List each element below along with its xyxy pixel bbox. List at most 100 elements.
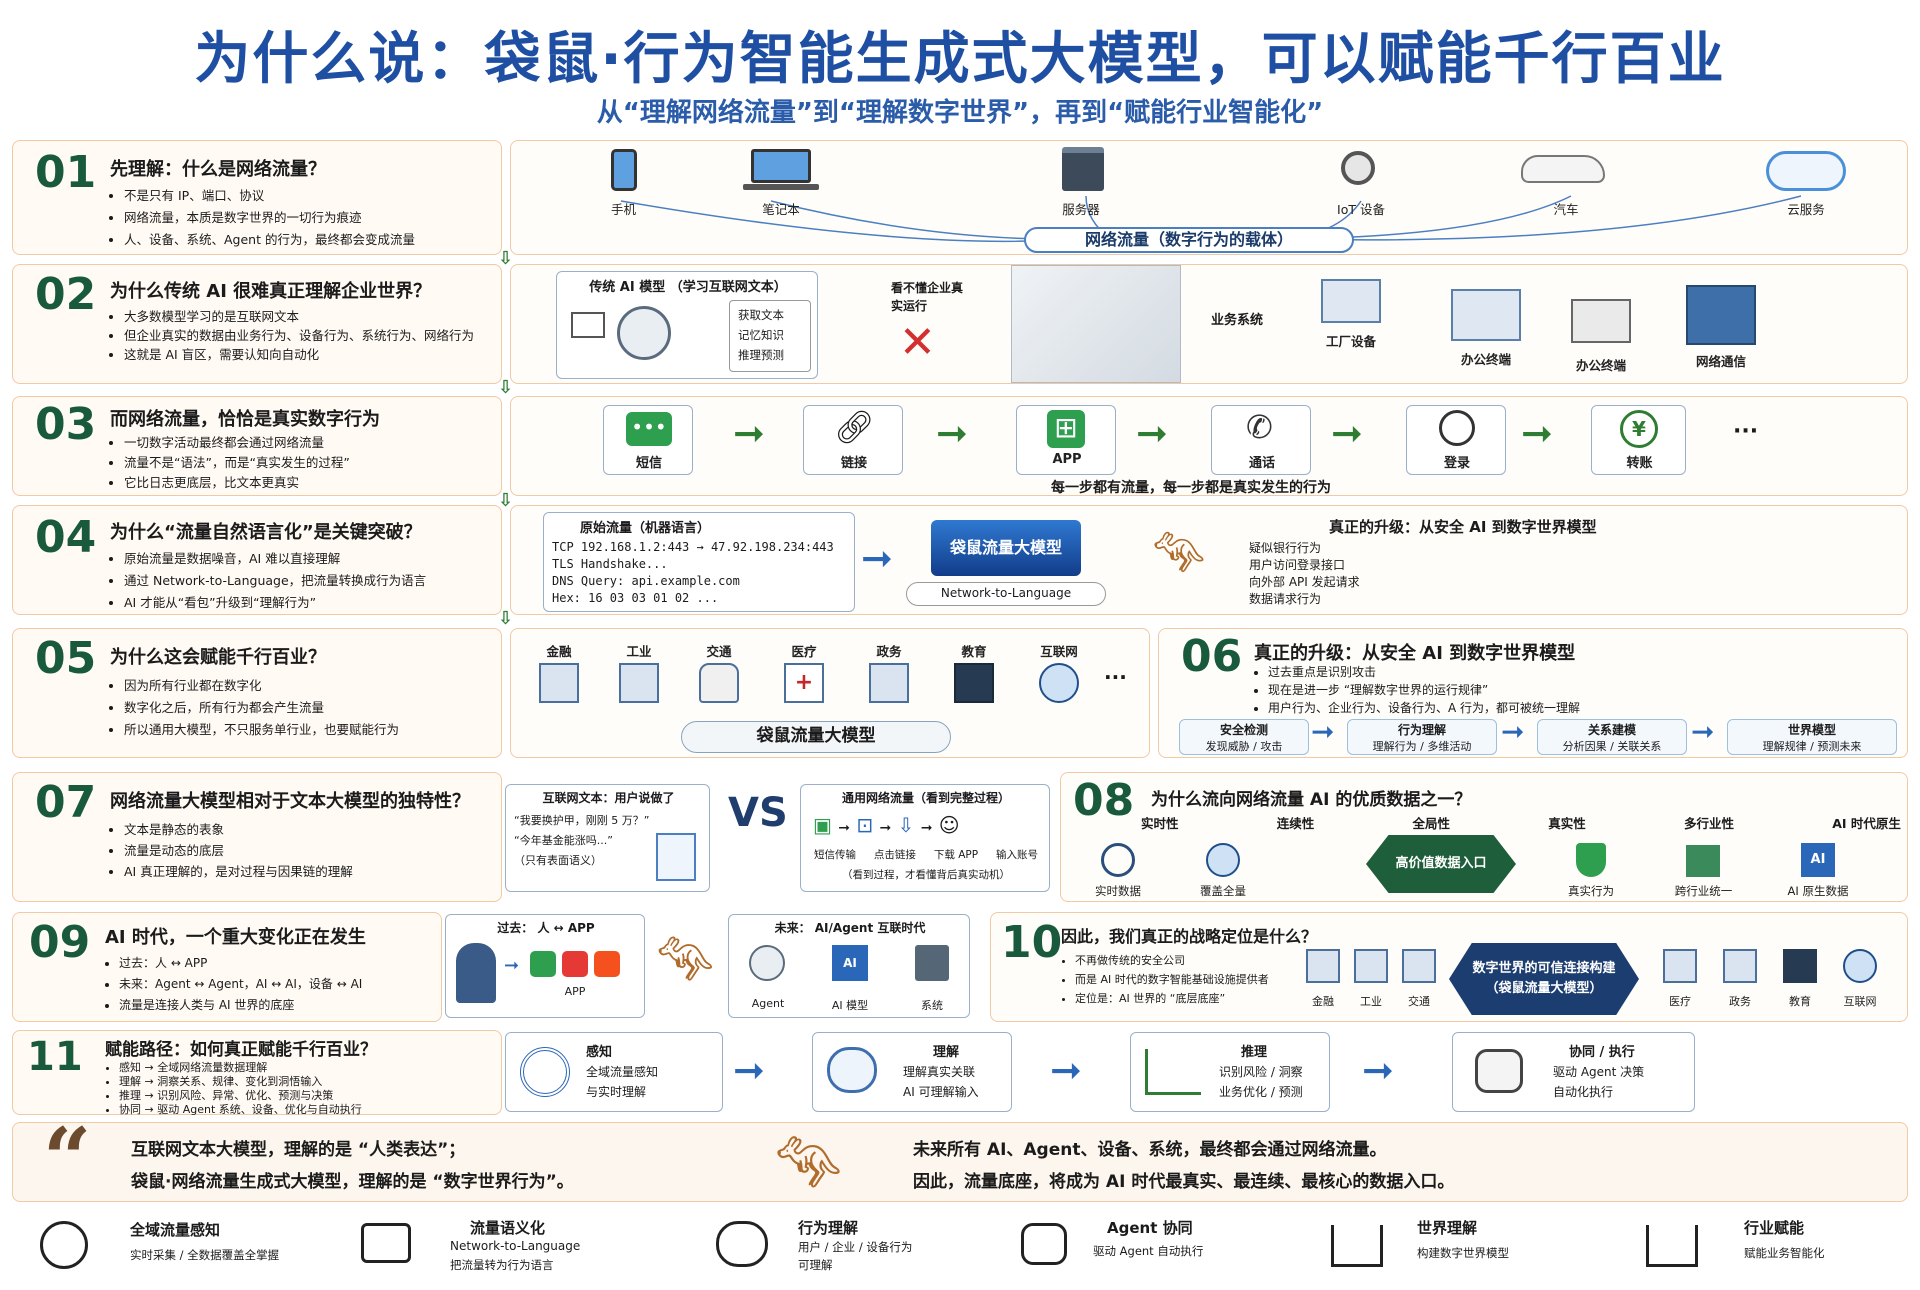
robot-icon <box>1475 1049 1523 1093</box>
arrow-right-icon: ➞ <box>936 411 968 455</box>
path-step: 理解 理解真实关联 AI 可理解输入 <box>812 1032 1012 1112</box>
bullet: 大多数模型学习的是互联网文本 <box>124 307 490 326</box>
bullet: 通过 Network-to-Language，把流量转换成行为语言 <box>124 570 490 592</box>
yuan-icon: ¥ <box>1620 410 1658 448</box>
train-icon <box>699 663 739 703</box>
government-icon <box>869 663 909 703</box>
path-step-title: 理解 <box>933 1045 960 1060</box>
click-icon: ⊡ <box>856 813 874 837</box>
globe-icon <box>1039 663 1079 703</box>
section-number: 08 <box>1073 775 1135 826</box>
laptop-base <box>743 184 819 190</box>
book-icon <box>571 312 605 338</box>
bullet: 未来：Agent ↔ Agent，AI ↔ AI，设备 ↔ AI <box>119 974 440 995</box>
feature-sub: Network-to-Language <box>450 1239 581 1253</box>
quality-label: AI 时代原生 <box>1832 816 1901 831</box>
raw-traffic-lines: TCP 192.168.1.2:443 → 47.92.198.234:443 … <box>552 539 852 607</box>
feature-title: 行为理解 <box>798 1219 859 1237</box>
arrow-right-icon: ➞ <box>733 1048 765 1092</box>
section-title: 真正的升级：从安全 AI 到数字世界模型 <box>1254 643 1576 664</box>
robot-icon <box>617 306 671 360</box>
upgrade-title: 真正的升级：从安全 AI 到数字世界模型 <box>1329 518 1597 536</box>
arrow-right-icon: ➞ <box>879 820 892 836</box>
feature-sub: 用户 / 企业 / 设备行为 <box>798 1240 913 1254</box>
text-model-title: 互联网文本：用户说做了 <box>542 791 675 805</box>
stage-box: 安全检测 发现威胁 / 攻击 <box>1179 719 1309 755</box>
bullet: 流量不是“语法”，而是“真实发生的过程” <box>124 453 490 473</box>
device-label: 笔记本 <box>762 202 800 217</box>
arrow-right-icon: ➞ <box>1691 715 1715 748</box>
traffic-model-title: 通用网络流量（看到完整过程） <box>841 791 1010 805</box>
bullet-list: 不再做传统的安全公司 而是 AI 时代的数字智能基础设施提供者 定位是：AI 世… <box>1061 951 1301 1008</box>
sms-icon: ▣ <box>813 813 832 837</box>
factory-icon <box>1321 279 1381 323</box>
feature-sub: 赋能业务智能化 <box>1744 1246 1825 1260</box>
bullet: 一切数字活动最终都会通过网络流量 <box>124 433 490 453</box>
quality-bottom-label: 跨行业统一 <box>1674 884 1733 898</box>
arrow-right-icon: ➞ <box>1311 715 1335 748</box>
bullet: 推理 → 识别风险、异常、优化、预测与决策 <box>119 1089 495 1103</box>
office-icon <box>1451 289 1521 341</box>
network-label: 网络通信 <box>1695 354 1746 369</box>
quote-right-line: 因此，流量底座，将成为 AI 时代最真实、最连续、最核心的数据入口。 <box>913 1172 1455 1192</box>
section-03-panel: 03 而网络流量，恰恰是真实数字行为 一切数字活动最终都会通过网络流量 流量不是… <box>12 396 502 496</box>
quote-band: “ 互联网文本大模型，理解的是 “人类表达”； 袋鼠·网络流量生成式大模型，理解… <box>12 1109 1908 1208</box>
path-step-title: 感知 <box>586 1045 613 1060</box>
positioning-hex: 数字世界的可信连接构建（袋鼠流量大模型） <box>1449 943 1639 1015</box>
flow-step: 输入账号 <box>996 849 1039 861</box>
bullet: 流量是动态的底层 <box>124 840 490 861</box>
section-title: 为什么这会赋能千行百业？ <box>110 647 326 668</box>
arrow-right-icon: ➞ <box>861 536 893 580</box>
section-number: 04 <box>35 512 97 563</box>
iot-device-icon <box>1341 151 1375 185</box>
section-10-panel: 10 因此，我们真正的战略定位是什么？ 不再做传统的安全公司 而是 AI 时代的… <box>990 912 1908 1022</box>
industry-label: 交通 <box>1408 995 1430 1008</box>
section-02-visual: 传统 AI 模型 （学习互联网文本） 获取文本 记忆知识 推理预测 看不懂企业真… <box>510 264 1908 384</box>
bullet-list: 过去：人 ↔ APP 未来：Agent ↔ Agent，AI ↔ AI，设备 ↔… <box>105 953 440 1016</box>
quote-emphasis: “人类表达”； <box>357 1140 466 1160</box>
future-label: AI 模型 <box>831 999 869 1012</box>
feature-title: 世界理解 <box>1417 1219 1478 1237</box>
feature-item: 流量语义化 Network-to-Language 把流量转为行为语言 <box>355 1215 655 1277</box>
path-step-line: 理解真实关联 <box>903 1065 976 1079</box>
person-phone-icon <box>456 943 496 1003</box>
bullet-list: 过去重点是识别攻击 现在是进一步 “理解数字世界的运行规律” 用户行为、企业行为… <box>1254 663 1894 717</box>
arrow-right-icon: ➞ <box>1521 411 1553 455</box>
robot-icon <box>1021 1223 1067 1265</box>
quote-left-line: 袋鼠·网络流量生成式大模型，理解的是 “数字世界行为”。 <box>131 1167 574 1192</box>
upgrade-bullets: 疑似银行行为 用户访问登录接口 向外部 API 发起请求 数据请求行为 <box>1249 540 1609 608</box>
kangaroo-icon: 🦘︎ <box>1151 527 1207 578</box>
model-cube: 袋鼠流量大模型 <box>931 520 1081 576</box>
skill-item: 记忆知识 <box>738 328 784 342</box>
flow-step: 短信传输 <box>813 849 856 861</box>
section-number: 09 <box>29 917 91 968</box>
step-label: 通话 <box>1248 456 1275 471</box>
bullet: 协同 → 驱动 Agent 系统、设备、优化与自动执行 <box>119 1103 495 1117</box>
arrow-right-icon: ➞ <box>1501 715 1525 748</box>
page-title: 为什么说：袋鼠·行为智能生成式大模型，可以赋能千行百业 <box>194 27 1726 92</box>
cloud-icon <box>1766 151 1846 191</box>
step-label: 链接 <box>840 456 867 471</box>
graduation-cap-icon <box>1783 949 1817 983</box>
section-06-panel: 06 真正的升级：从安全 AI 到数字世界模型 过去重点是识别攻击 现在是进一步… <box>1158 628 1908 758</box>
industry-row: 金融 工业 交通 医疗 + 政务 教育 互联网 ··· <box>519 641 1139 721</box>
device-label: 服务器 <box>1062 202 1100 217</box>
feature-sub: 实时采集 / 全数据覆盖全掌握 <box>130 1248 280 1262</box>
flow-note: （看到过程，才看懂背后真实动机） <box>842 869 1010 881</box>
bullet: 数字化之后，所有行为都会产生流量 <box>124 697 490 719</box>
feature-title: 全域流量感知 <box>130 1221 221 1239</box>
section-number: 07 <box>35 777 97 828</box>
raw-traffic-title: 原始流量（机器语言） <box>580 521 711 536</box>
kangaroo-icon: 🦘︎ <box>655 931 716 987</box>
right-industry-icons: 医疗 政务 教育 互联网 <box>1651 943 1901 1013</box>
bar-chart-icon <box>1145 1049 1201 1095</box>
globe-icon <box>1843 949 1877 983</box>
arrow-right-icon: ➞ <box>1050 1048 1082 1092</box>
graduation-cap-icon <box>954 663 994 703</box>
more-ellipsis: ··· <box>1104 665 1127 689</box>
section-title: AI 时代，一个重大变化正在发生 <box>105 927 366 948</box>
bullet: 它比日志更底层，比文本更真实 <box>124 473 490 493</box>
quality-bottom-label: AI 原生数据 <box>1787 884 1849 898</box>
section-08-panel: 08 为什么流向网络流量 AI 的优质数据之一？ 实时性 连续性 全局性 真实性… <box>1060 772 1908 902</box>
globe-icon <box>40 1221 88 1269</box>
